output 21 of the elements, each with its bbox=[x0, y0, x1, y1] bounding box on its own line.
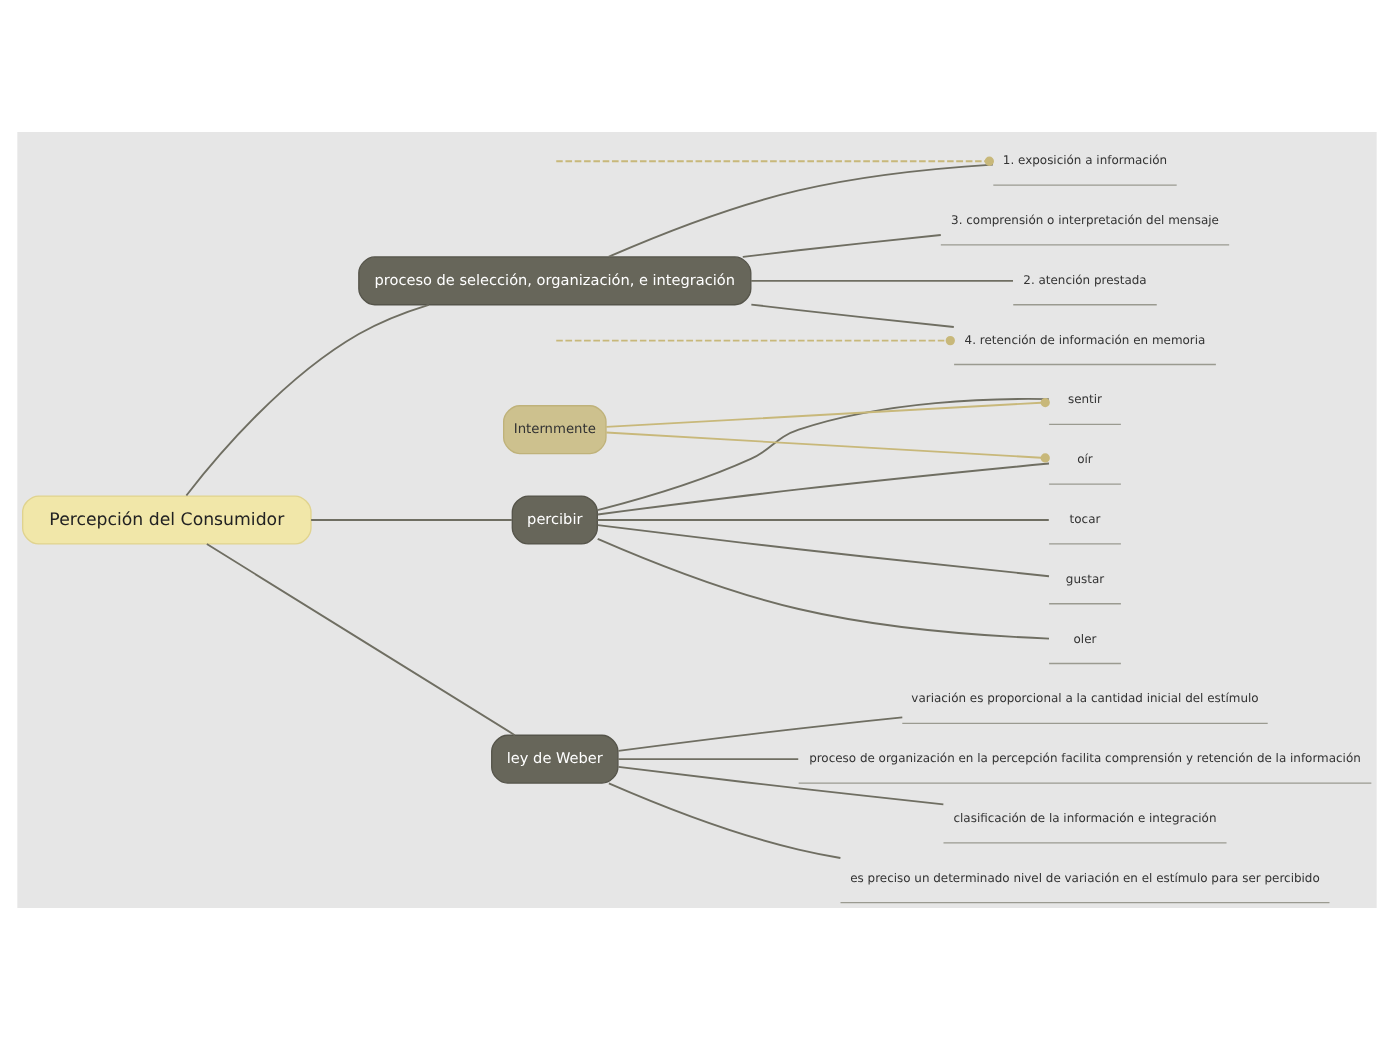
connector bbox=[607, 782, 842, 859]
connector bbox=[741, 234, 942, 258]
connector bbox=[596, 519, 1050, 521]
connector bbox=[310, 519, 513, 521]
connector bbox=[205, 543, 516, 737]
connector bbox=[555, 160, 987, 163]
connector bbox=[596, 462, 1050, 516]
connector bbox=[607, 163, 994, 258]
connector bbox=[605, 397, 1050, 428]
connector bbox=[596, 537, 1050, 640]
connector bbox=[750, 279, 1014, 282]
node-box: Percepción del Consumidor bbox=[22, 495, 312, 545]
connector bbox=[617, 766, 945, 806]
connector bbox=[185, 303, 430, 497]
connector bbox=[750, 303, 955, 328]
connector bbox=[605, 431, 1050, 463]
connector bbox=[596, 398, 1050, 512]
connector bbox=[555, 339, 948, 342]
connector bbox=[596, 524, 1050, 578]
connector bbox=[617, 716, 904, 752]
connector bbox=[617, 758, 800, 761]
